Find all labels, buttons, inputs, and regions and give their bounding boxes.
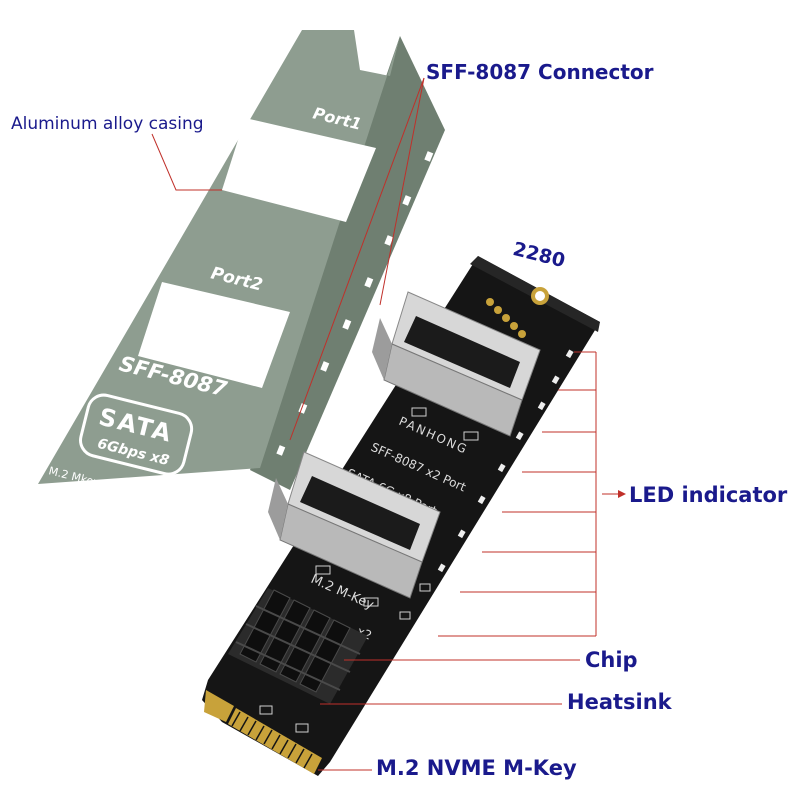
sata-badge: SATA 6Gbps x8	[79, 393, 194, 476]
casing-window-2	[138, 282, 290, 388]
label-m2-nvme-mkey: M.2 NVME M-Key	[376, 756, 577, 780]
label-sff-connector: SFF-8087 Connector	[426, 60, 654, 84]
sff-connector-2	[268, 451, 441, 599]
leader-connector-2	[289, 77, 425, 441]
label-chip: Chip	[585, 648, 638, 672]
heatsink	[228, 588, 368, 704]
leader-casing	[151, 133, 222, 191]
casing-window-1	[222, 118, 376, 222]
led-indicators	[437, 349, 574, 573]
label-led-indicator: LED indicator	[629, 483, 788, 507]
casing-vent-holes	[276, 151, 434, 456]
header-pins	[486, 298, 526, 338]
sff-connector-1	[372, 291, 541, 437]
smd-pads	[259, 407, 479, 733]
leader-connector-1	[379, 77, 425, 306]
label-heatsink: Heatsink	[567, 690, 672, 714]
led-arrow-icon	[618, 490, 626, 498]
label-aluminum-casing: Aluminum alloy casing	[11, 114, 204, 134]
aluminum-casing: Port1 Port2 SFF-8087 SATA 6Gbps x8 M.2 M…	[38, 30, 445, 507]
gold-fingers	[204, 690, 322, 774]
leader-lines	[151, 77, 618, 771]
